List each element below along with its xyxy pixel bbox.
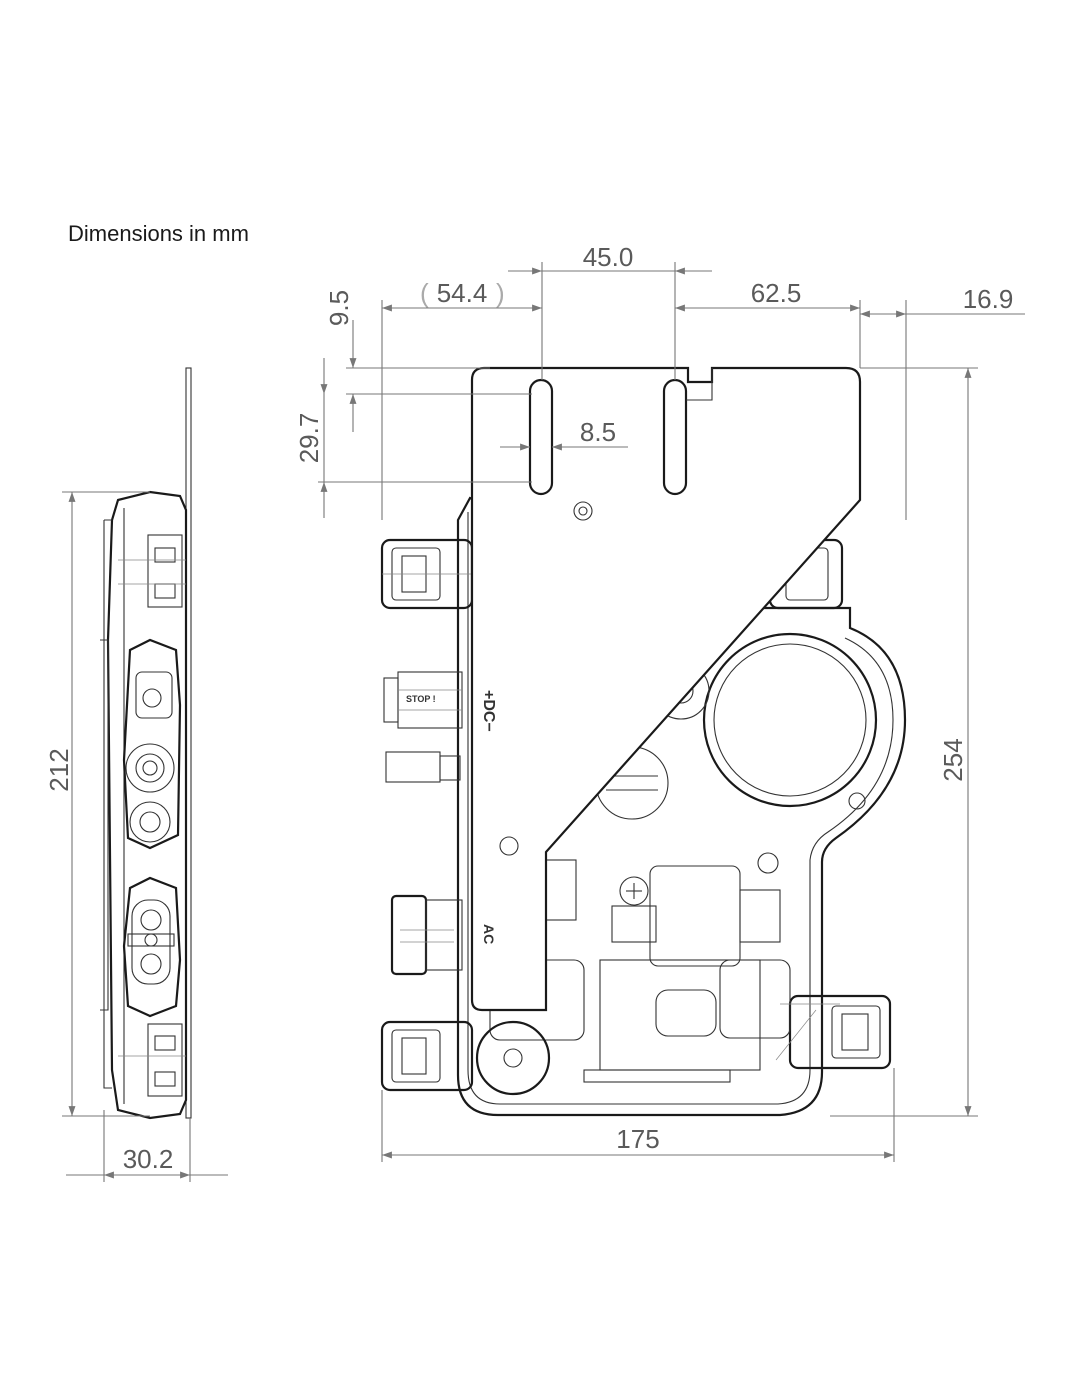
dim-45-0: 45.0 — [583, 242, 634, 272]
front-view: STOP ! — [380, 366, 907, 1117]
dimension-lines — [62, 262, 1025, 1182]
dc-label: +DC− — [480, 690, 497, 732]
paren-close: ) — [496, 278, 505, 308]
dimension-labels: 45.0 ( 54.4 ) 62.5 16.9 9.5 29.7 8.5 212… — [44, 242, 1013, 1174]
stop-label: STOP ! — [406, 694, 436, 704]
page-title: Dimensions in mm — [68, 221, 249, 246]
dim-54-4: 54.4 — [437, 278, 488, 308]
dim-175: 175 — [616, 1124, 659, 1154]
dim-9-5: 9.5 — [324, 290, 354, 326]
ac-label: AC — [481, 924, 497, 944]
dim-30-2: 30.2 — [123, 1144, 174, 1174]
side-view — [100, 367, 192, 1120]
dim-62-5: 62.5 — [751, 278, 802, 308]
dim-8-5: 8.5 — [580, 417, 616, 447]
dim-254: 254 — [938, 738, 968, 781]
paren-open: ( — [420, 278, 429, 308]
dim-212: 212 — [44, 748, 74, 791]
dim-29-7: 29.7 — [294, 413, 324, 464]
dim-16-9: 16.9 — [963, 284, 1014, 314]
